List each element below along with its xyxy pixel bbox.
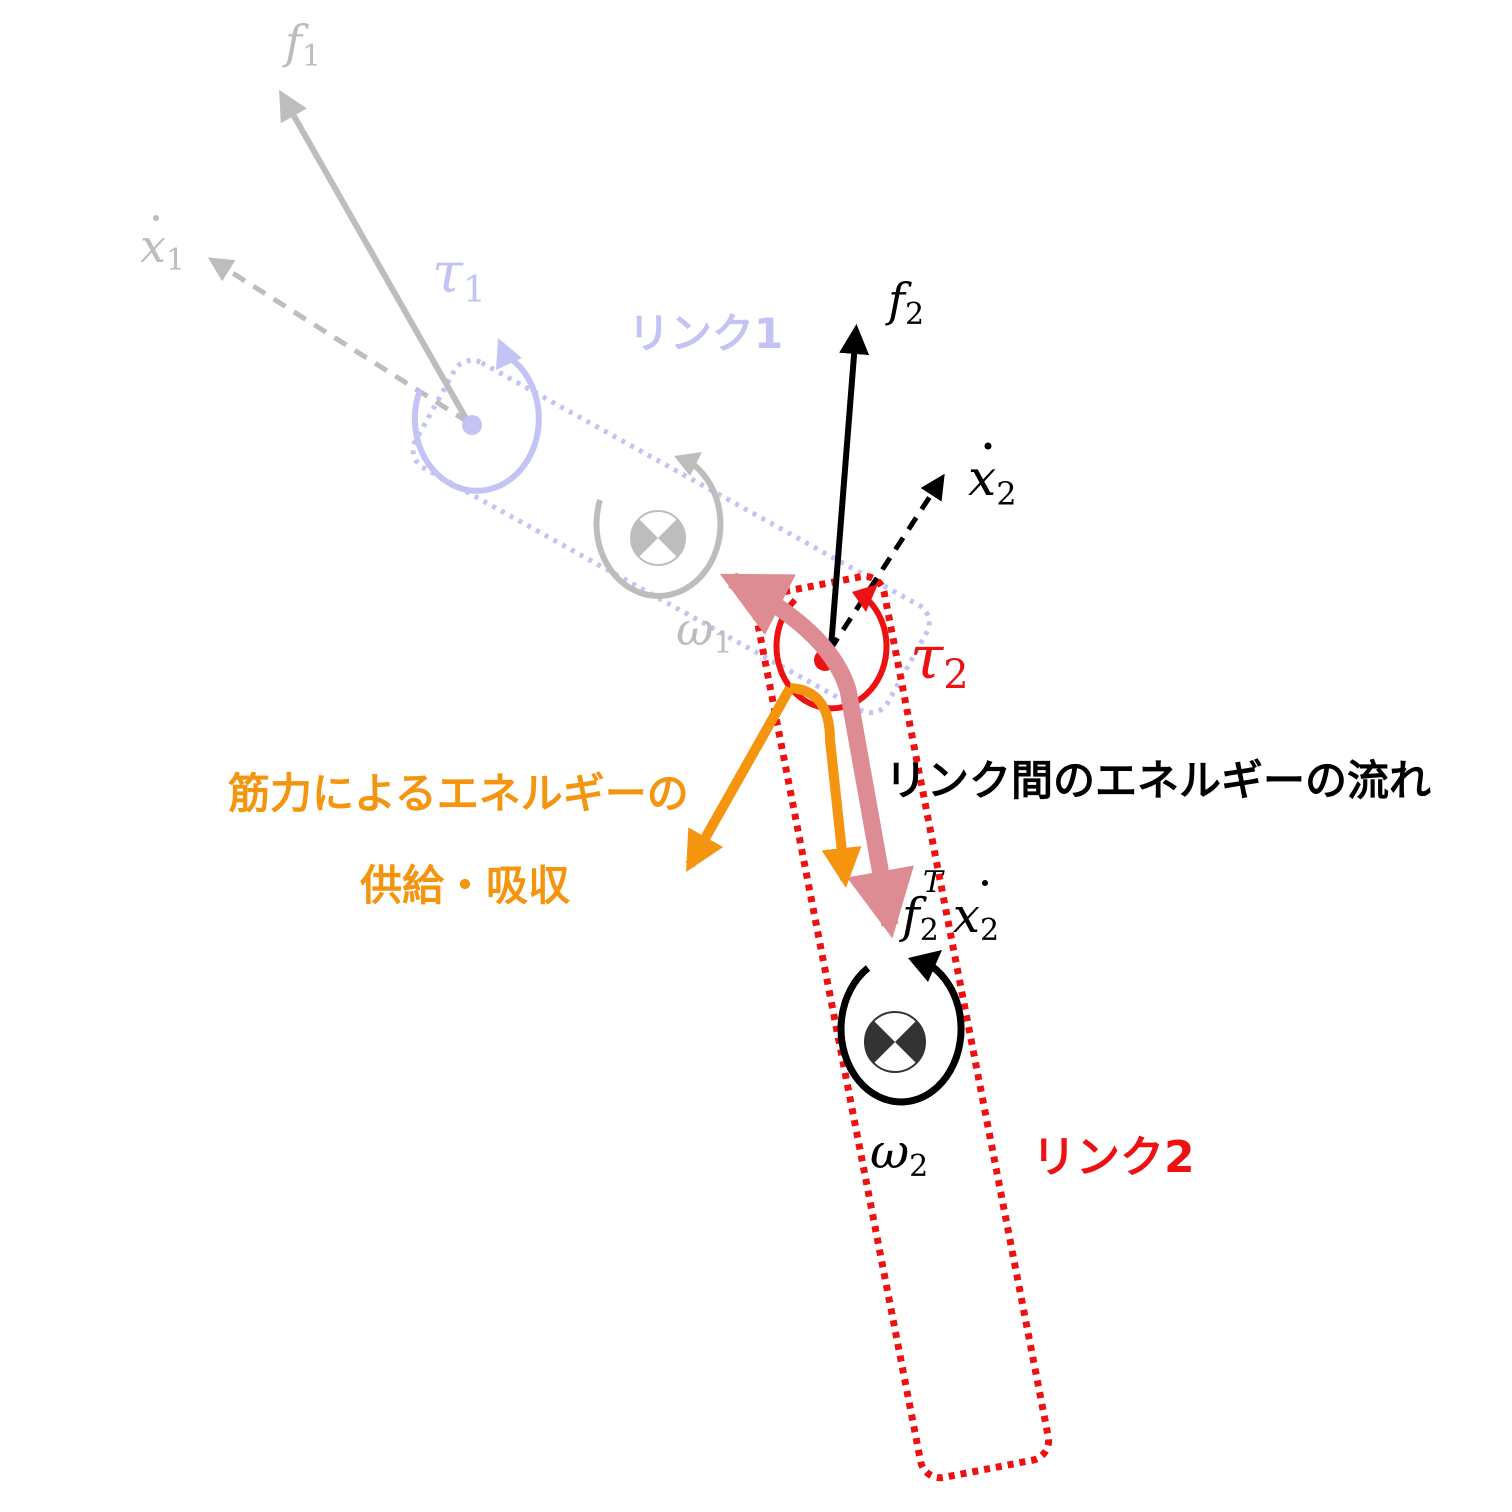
com2-icon	[864, 1011, 926, 1073]
xdot1-dot	[153, 215, 159, 221]
com1-icon	[630, 510, 686, 566]
tau2-label: τ2	[910, 623, 969, 698]
energy-flow-arrow	[719, 572, 914, 939]
f2-arrow	[827, 324, 870, 661]
omega1-arrowhead	[674, 452, 702, 476]
omega2-label: ω2	[870, 1124, 928, 1184]
omega2-arrowhead	[908, 950, 942, 982]
f1-label: f1	[282, 15, 321, 74]
omega1-label: ω1	[676, 602, 733, 661]
muscle-energy-arrow-right	[789, 683, 862, 888]
power-label: f2Tx2	[899, 865, 999, 948]
muscle-energy-label-line1: 筋力によるエネルギーの	[228, 769, 689, 818]
link2-label: リンク2	[1032, 1132, 1195, 1183]
omega1-circle-arrow	[593, 459, 724, 599]
omega2-circle-arrow	[837, 958, 965, 1106]
power-xdot-dot	[982, 880, 988, 886]
f1-arrow	[279, 89, 471, 424]
tau1-circle-arrow	[411, 349, 542, 494]
f2-label: f2	[885, 273, 924, 332]
joint1-dot	[462, 415, 482, 435]
tau1-label: τ1	[432, 241, 486, 311]
xdot1-label: x1	[140, 219, 185, 278]
xdot2-dot	[984, 442, 992, 450]
xdot2-label: x2	[968, 449, 1017, 513]
tau1-arrowhead	[496, 338, 522, 370]
xdot1-arrow	[207, 257, 470, 425]
link1-label: リンク1	[628, 309, 783, 358]
muscle-energy-label-line2: 供給・吸収	[360, 861, 570, 910]
muscle-energy-arrow-left	[685, 685, 795, 872]
energy-flow-label: リンク間のエネルギーの流れ	[885, 756, 1431, 805]
